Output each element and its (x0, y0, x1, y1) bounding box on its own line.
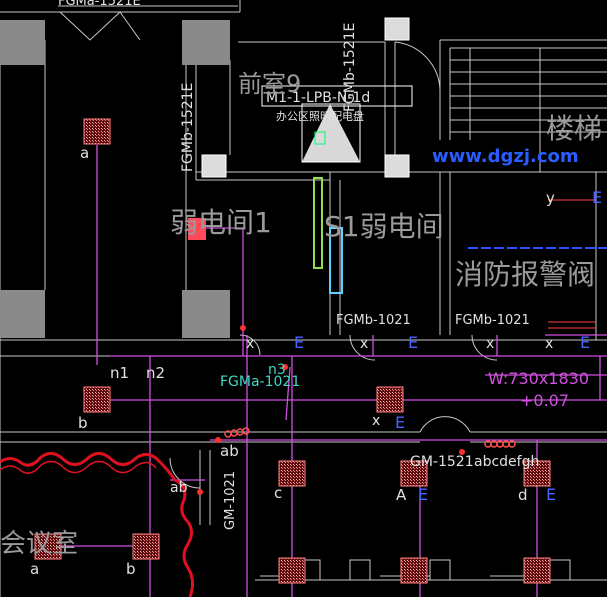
tag-E-4: E (580, 333, 590, 352)
cyan-text: FGMa-1021 n3 (220, 362, 300, 390)
label-n3: n3 (268, 362, 286, 378)
door-1021-b: FGMb-1021 (455, 313, 530, 328)
cabinet-cyan (329, 227, 343, 294)
tag-b-left: b (78, 414, 88, 432)
window-dim: W:730x1830 (488, 369, 589, 388)
tag-E-7: E (546, 485, 556, 504)
blue-tags: E E E E E E E (294, 188, 602, 504)
tag-E-1: E (592, 188, 602, 207)
gm-1021: GM-1021 (223, 471, 238, 530)
fixture-c-bottom (278, 557, 306, 584)
tag-x-a: x (246, 336, 254, 352)
coil-abcdefgh (484, 440, 516, 448)
tag-x-c: x (486, 336, 494, 352)
tag-a-bottom: a (30, 560, 39, 578)
circuit-markers (197, 325, 465, 495)
tag-A: A (396, 486, 407, 504)
fixture-a-top (83, 118, 111, 145)
fixture-a-bottom (34, 533, 62, 560)
room-weak-s1: S1弱电间 (324, 210, 444, 243)
tag-d: d (518, 486, 528, 504)
meeting-room-outline (0, 452, 195, 597)
panel-caption: 办公区照明配电盘 (276, 109, 364, 123)
watermark: www.dgzj.com (432, 146, 579, 167)
tag-b-bottom: b (126, 560, 136, 578)
fixture-b-bottom (132, 533, 160, 560)
room-fire-alarm: 消防报警阀 (455, 258, 595, 291)
top-left-code: FGMa-1521E (58, 0, 141, 9)
cabinet-green (313, 177, 323, 269)
right-vertical-code: FGMb-1521E (342, 23, 358, 112)
tag-x-d: x (545, 336, 553, 352)
tag-E-5: E (395, 413, 405, 432)
tag-a-top: a (80, 144, 89, 162)
fixture-x-mid (376, 386, 404, 413)
label-y: y (546, 189, 555, 207)
white-text: FGMa-1521E FGMb-1521E FGMb-1521E M1-1-LP… (30, 0, 555, 578)
panel-code: M1-1-LPB-N-1d (266, 90, 370, 106)
fixture-d (523, 460, 551, 487)
fixture-A (400, 460, 428, 487)
tag-x-e: x (372, 413, 380, 429)
left-vertical-code: FGMb-1521E (180, 83, 196, 172)
gm-1521: GM-1521 (410, 454, 474, 470)
small-columns (201, 17, 410, 178)
label-n1: n1 (110, 364, 129, 382)
room-stairs: 楼梯 (546, 112, 602, 145)
label-n2: n2 (146, 364, 165, 382)
tag-x-b: x (360, 336, 368, 352)
room-meeting: 会议室 (0, 529, 78, 559)
fixture-A-bottom (400, 557, 428, 584)
columns (0, 20, 230, 338)
circuit-abcdefgh: abcdefgh (474, 454, 539, 470)
tag-c: c (274, 484, 282, 502)
room-names: 前室9 楼梯 弱电间1 S1弱电间 消防报警阀 会议室 (0, 70, 602, 559)
tag-ab-dot: ab (170, 480, 188, 496)
room-weak-1: 弱电间1 (170, 206, 272, 239)
red-junction-box (188, 218, 206, 240)
door-1021-c: FGMa-1021 (220, 374, 300, 390)
fixture-d-bottom (523, 557, 551, 584)
panel-box (261, 85, 413, 163)
magenta-text: W:730x1830 +0.07 (488, 369, 589, 410)
door-1021-a: FGMb-1021 (336, 313, 411, 328)
fixture-c (278, 460, 306, 487)
red-tick-marks (548, 199, 596, 329)
elevation: +0.07 (520, 391, 569, 410)
fixture-b-left (83, 386, 111, 413)
tag-ab: ab (220, 442, 239, 460)
meeting-room-outline-inner (0, 460, 157, 474)
tag-E-2: E (294, 333, 304, 352)
tag-E-6: E (418, 485, 428, 504)
tag-E-3: E (408, 333, 418, 352)
coil-ab (224, 427, 250, 438)
room-front: 前室9 (238, 70, 301, 98)
light-fixtures (34, 118, 551, 584)
